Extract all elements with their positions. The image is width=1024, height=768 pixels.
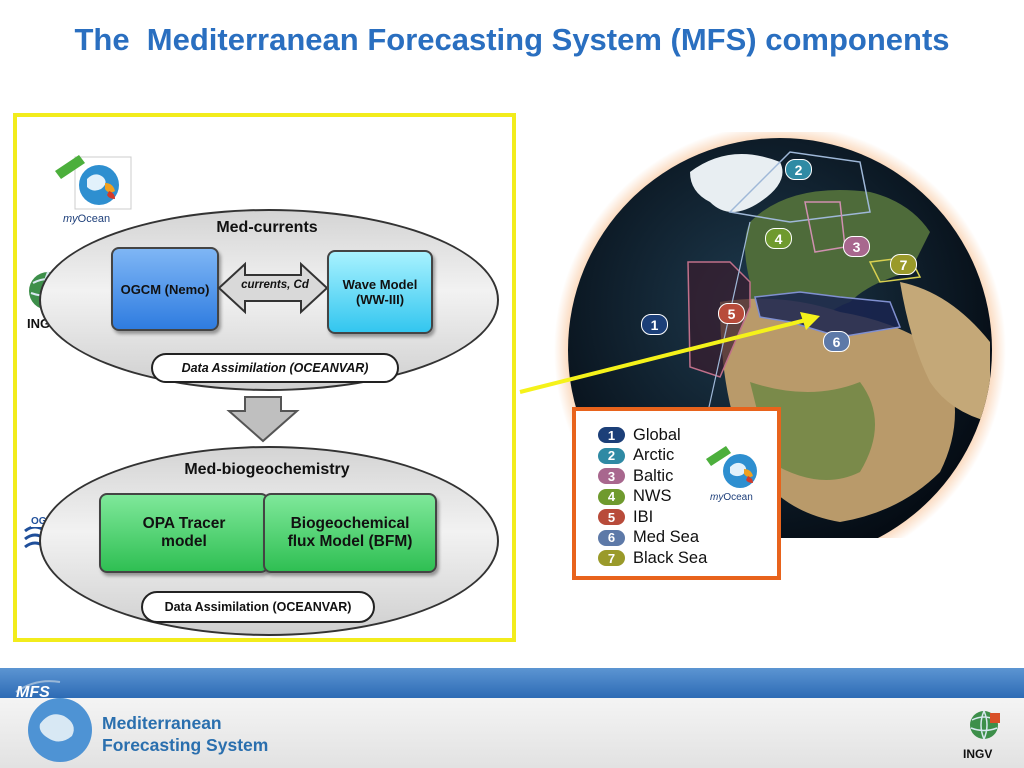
currents-cd-label: currents, Cd	[241, 279, 309, 291]
legend-label: NWS	[633, 487, 672, 505]
ingv-footer-icon	[970, 710, 1000, 740]
region-2-badge: 2	[785, 159, 812, 180]
region-5-badge: 5	[718, 303, 745, 324]
legend-num: 7	[598, 550, 625, 566]
bfm-box: Biogeochemical flux Model (BFM)	[263, 493, 437, 573]
legend-item-ibi: 5 IBI	[598, 507, 653, 527]
myocean-logo: myOcean	[53, 153, 133, 229]
legend-label: Global	[633, 425, 681, 444]
legend-myocean-my: my	[710, 492, 724, 503]
mfs-logo-icon	[15, 680, 92, 762]
region-6-badge: 6	[823, 331, 850, 352]
region-3-badge: 3	[843, 236, 870, 257]
wave-model-line1: Wave Model	[342, 277, 418, 292]
mfs-components-diagram: myOcean INGV OGS Med-currents OGCM (Nemo…	[13, 113, 516, 642]
legend-item-med-sea: 6 Med Sea	[598, 528, 699, 548]
bfm-line2: flux Model (BFM)	[287, 533, 413, 550]
legend-item-black-sea: 7 Black Sea	[598, 548, 707, 568]
mfs-badge-text: MFS	[16, 684, 50, 701]
ogcm-nemo-box: OGCM (Nemo)	[111, 247, 219, 331]
legend-item-arctic: 2 Arctic	[598, 446, 674, 466]
data-assimilation-currents: Data Assimilation (OCEANVAR)	[151, 353, 399, 383]
region-7-badge: 7	[890, 254, 917, 275]
legend-label: Med Sea	[633, 528, 700, 546]
page-title: The Mediterranean Forecasting System (MF…	[74, 22, 950, 57]
legend-label: IBI	[633, 507, 654, 526]
legend-item-baltic: 3 Baltic	[598, 466, 673, 486]
legend-myocean-ocean: Ocean	[723, 492, 753, 503]
myocean-ocean: Ocean	[77, 213, 111, 225]
data-assimilation-bio-label: Data Assimilation (OCEANVAR)	[164, 600, 352, 614]
ogs-label: OGS	[31, 516, 54, 527]
legend-label: Black Sea	[633, 548, 708, 567]
footer-body	[0, 698, 1024, 768]
legend-label: Arctic	[633, 446, 675, 464]
legend-num: 1	[598, 427, 625, 443]
legend-num: 5	[598, 509, 625, 525]
myocean-my: my	[63, 213, 78, 225]
footer-ingv-label: INGV	[963, 747, 993, 761]
legend-num: 2	[598, 447, 625, 464]
wave-model-line2: (WW-III)	[355, 292, 405, 307]
ogcm-label: OGCM (Nemo)	[120, 281, 210, 297]
footer: MFS Mediterranean Forecasting System ING…	[0, 668, 1024, 768]
footer-line1: Mediterranean	[102, 713, 222, 733]
bfm-line1: Biogeochemical	[290, 515, 410, 532]
region-legend: 1 Global 2 Arctic 3 Baltic 4 NWS 5 IBI 6…	[572, 407, 781, 580]
med-biogeochemistry-label: Med-biogeochemistry	[184, 461, 350, 478]
region-4-badge: 4	[765, 228, 792, 249]
pointer-arrow	[519, 312, 820, 394]
legend-num: 6	[598, 529, 625, 546]
legend-num: 3	[598, 468, 625, 484]
footer-bar	[0, 668, 1024, 698]
wave-model-box: Wave Model (WW-III)	[327, 250, 433, 334]
legend-item-global: 1 Global	[598, 425, 681, 445]
data-assimilation-currents-label: Data Assimilation (OCEANVAR)	[181, 361, 369, 375]
myocean-globe-icon	[55, 155, 132, 210]
region-1-badge: 1	[641, 314, 668, 335]
legend-myocean-logo: myOcean	[704, 445, 770, 509]
opa-tracer-box: OPA Tracer model	[99, 493, 269, 573]
legend-label: Baltic	[633, 466, 674, 485]
legend-item-nws: 4 NWS	[598, 487, 672, 507]
opa-line2: model	[161, 533, 207, 550]
data-assimilation-bio: Data Assimilation (OCEANVAR)	[141, 591, 375, 623]
footer-line2: Forecasting System	[102, 735, 269, 755]
down-arrow	[226, 396, 300, 443]
legend-num: 4	[598, 488, 625, 505]
myocean-globe-icon	[706, 446, 757, 488]
med-currents-label: Med-currents	[216, 219, 318, 236]
opa-line1: OPA Tracer	[142, 515, 226, 532]
